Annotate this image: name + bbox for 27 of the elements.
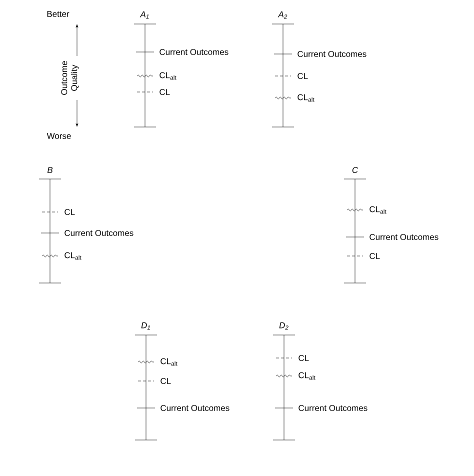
panel-title: B xyxy=(47,167,53,173)
tick-label: Current Outcomes xyxy=(370,234,438,240)
tick-label: CL xyxy=(160,89,170,95)
panel-title: C xyxy=(352,167,358,173)
tick-label: CL$_{alt}$ xyxy=(160,72,176,80)
tick-label: Current Outcomes xyxy=(64,230,134,236)
axis-label: Outcome Quality xyxy=(61,61,79,95)
tick-label: Current Outcomes xyxy=(160,49,228,55)
tick-label: CL$_{alt}$ xyxy=(370,206,386,214)
scale-label: Worse xyxy=(46,133,71,139)
tick-label: CL xyxy=(160,378,171,384)
tick-label: CL xyxy=(64,209,75,215)
tick-label: Current Outcomes xyxy=(298,405,368,411)
tick-label: CL xyxy=(298,355,309,361)
tick-label: CL xyxy=(370,253,380,259)
tick-label: Current Outcomes xyxy=(160,405,230,411)
tick-label: Current Outcomes xyxy=(298,51,366,57)
tick-label: CL xyxy=(298,73,308,79)
panel-title: D$_{2}$ xyxy=(279,322,288,330)
tick-label: CL$_{alt}$ xyxy=(298,94,314,102)
tick-label: CL$_{alt}$ xyxy=(298,372,316,380)
panel-title: D$_{1}$ xyxy=(141,322,150,330)
panel-title: A$_{1}$ xyxy=(140,11,149,19)
panel-title: A$_{2}$ xyxy=(278,11,288,19)
tick-label: CL$_{alt}$ xyxy=(64,252,82,260)
scale-label: Better xyxy=(47,11,70,17)
tick-label: CL$_{alt}$ xyxy=(160,358,178,366)
